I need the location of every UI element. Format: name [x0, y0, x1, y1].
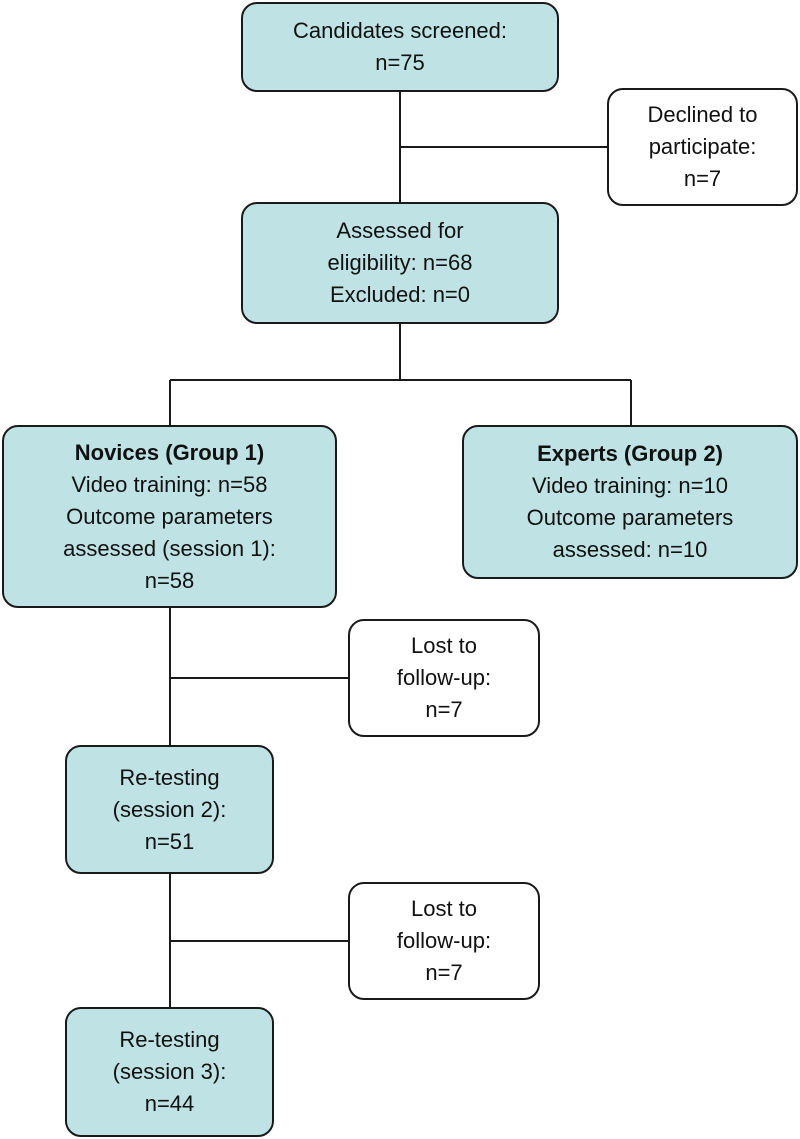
node-text: Video training: n=10	[532, 473, 728, 498]
node-title: Experts (Group 2)	[537, 441, 723, 466]
node-text: n=51	[144, 828, 195, 854]
node-text: n=7	[425, 697, 463, 722]
node-text: Lost to	[410, 633, 478, 658]
node-text: follow-up:	[396, 665, 492, 690]
node-experts: Experts (Group 2) Video training: n=10 O…	[462, 425, 798, 579]
node-text: Excluded: n=0	[329, 282, 471, 307]
node-text: Re-testing	[119, 764, 220, 790]
node-text: Declined to	[647, 102, 758, 127]
node-retesting-session-3: Re-testing (session 3): n=44	[65, 1007, 274, 1137]
node-text: n=58	[144, 567, 195, 593]
node-text: follow-up:	[396, 928, 492, 953]
node-text: eligibility: n=68	[327, 250, 473, 275]
node-text: participate:	[648, 134, 757, 159]
node-text: assessed (session 1):	[63, 535, 276, 561]
node-assessed-eligibility: Assessed for eligibility: n=68 Excluded:…	[241, 202, 559, 324]
node-text: n=75	[375, 50, 425, 75]
node-lost-followup-2: Lost to follow-up: n=7	[348, 882, 540, 1000]
node-text: Candidates screened:	[292, 18, 508, 43]
node-lost-followup-1: Lost to follow-up: n=7	[348, 619, 540, 737]
node-text: Outcome parameters	[526, 505, 734, 530]
node-text: (session 3):	[112, 1059, 227, 1084]
node-text: n=7	[425, 960, 463, 985]
node-text: Re-testing	[119, 1027, 220, 1052]
node-title: Novices (Group 1)	[74, 439, 265, 465]
node-text: Assessed for	[336, 218, 464, 243]
node-retesting-session-2: Re-testing (session 2): n=51	[65, 745, 274, 874]
node-text: Video training: n=58	[71, 471, 268, 497]
node-text: assessed: n=10	[552, 537, 708, 562]
node-text: (session 2):	[112, 796, 227, 822]
node-text: Outcome parameters	[66, 503, 273, 529]
node-candidates-screened: Candidates screened: n=75	[241, 2, 559, 92]
node-text: n=44	[144, 1091, 195, 1116]
node-text: Lost to	[410, 896, 478, 921]
node-declined: Declined to participate: n=7	[607, 88, 798, 206]
node-novices: Novices (Group 1) Video training: n=58 O…	[2, 425, 337, 608]
node-text: n=7	[683, 166, 722, 191]
